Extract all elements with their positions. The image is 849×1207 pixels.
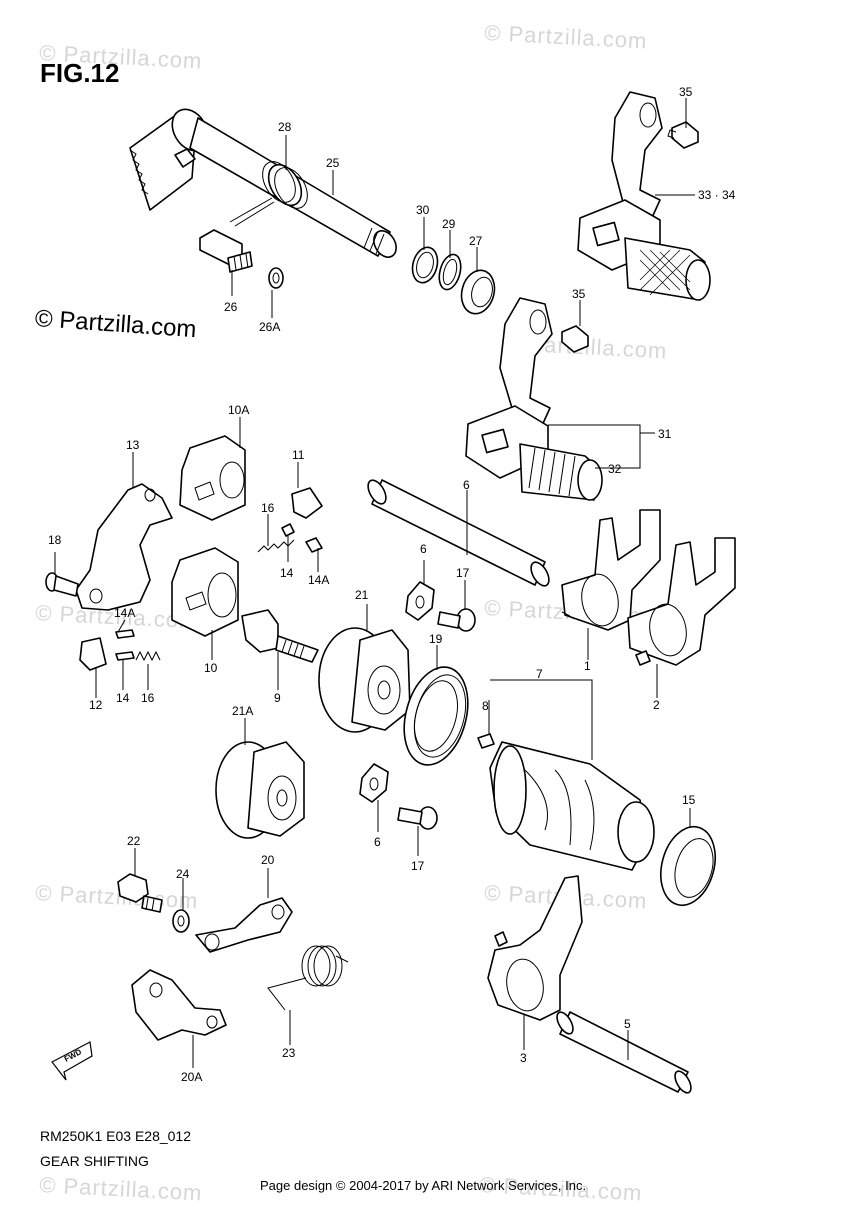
callout-22: 22	[127, 834, 141, 848]
plate-screw-part	[45, 572, 79, 597]
callout-17-lower: 17	[411, 859, 425, 873]
callout-32: 32	[608, 462, 622, 476]
page-footer: Page design © 2004-2017 by ARI Network S…	[260, 1178, 587, 1193]
cam-stopper-plate-upper-part	[179, 435, 246, 521]
pawl-part	[291, 487, 323, 519]
bearing-part	[403, 666, 469, 766]
callout-15: 15	[682, 793, 696, 807]
callout-14-upper: 14	[280, 566, 294, 580]
bearing-retainer-lower-part	[359, 763, 389, 803]
cam-driven-gear-part	[318, 627, 411, 733]
callout-12: 12	[89, 698, 103, 712]
pawl-pin-upper-part	[281, 523, 295, 537]
callout-3: 3	[520, 1051, 527, 1065]
callout-10a: 10A	[228, 403, 249, 417]
callout-14-lower: 14	[116, 691, 130, 705]
callout-8: 8	[482, 699, 489, 713]
cam-gear-a-part	[215, 741, 305, 839]
callout-28: 28	[278, 120, 292, 134]
callout-1: 1	[584, 659, 591, 673]
cam-pin-part	[477, 733, 495, 749]
bearing-retainer-upper-part	[405, 581, 435, 621]
shift-shaft-part	[129, 108, 397, 258]
stopper-arm-part	[195, 897, 293, 953]
lever-bolt-upper-part	[667, 121, 699, 149]
callout-2: 2	[653, 698, 660, 712]
fork-shaft-lower-part	[556, 1011, 692, 1094]
pawl-spring-upper-part	[257, 539, 295, 553]
lever-bolt-lower-part	[561, 325, 589, 353]
oil-seal-part	[460, 269, 496, 315]
callout-13: 13	[126, 438, 140, 452]
callout-33-34: 33 · 34	[698, 188, 736, 202]
callout-20a: 20A	[181, 1070, 202, 1084]
callout-24: 24	[176, 867, 190, 881]
shift-fork-2-part	[627, 537, 736, 666]
callout-labels: 28 25 30 29 27 35 33 · 34 35 31 32 26 26…	[48, 85, 736, 1084]
pawl-lower-part	[79, 637, 107, 671]
callout-21: 21	[355, 588, 369, 602]
shift-lever-upper-part	[577, 91, 711, 301]
figure-title: FIG.12	[40, 58, 120, 88]
callout-26: 26	[224, 300, 238, 314]
callout-4: 6	[463, 478, 470, 492]
retainer-screw-upper-part	[437, 608, 476, 632]
callout-35-upper: 35	[679, 85, 693, 99]
callout-29: 29	[442, 217, 456, 231]
cam-bolt-part	[241, 609, 319, 663]
shaft-spring-part	[229, 161, 308, 227]
callout-7: 7	[536, 667, 543, 681]
callout-5: 5	[624, 1017, 631, 1031]
cam-bearing-part	[660, 825, 716, 907]
callout-19: 19	[429, 632, 443, 646]
leader-lines	[54, 98, 695, 1068]
callout-25: 25	[326, 156, 340, 170]
callout-31: 31	[658, 427, 672, 441]
forward-arrow-icon: FWD	[51, 1041, 93, 1081]
diagram-name: GEAR SHIFTING	[40, 1153, 149, 1169]
callout-11: 11	[292, 448, 305, 462]
stopper-washer-part	[172, 909, 190, 933]
callout-16-lower: 16	[141, 691, 155, 705]
callout-35-lower: 35	[572, 287, 586, 301]
gearshift-cam-part	[171, 547, 239, 637]
washer-part	[268, 267, 284, 289]
pawl-spring-lower-part	[135, 650, 161, 662]
callout-6-upper: 6	[420, 542, 427, 556]
callout-30: 30	[416, 203, 430, 217]
fork-shaft-upper-part	[367, 479, 550, 587]
pawl-pin-a-lower-part	[115, 629, 135, 639]
callout-20: 20	[261, 853, 275, 867]
pawl-pin-lower-part	[115, 651, 135, 661]
callout-16-upper: 16	[261, 501, 275, 515]
callout-10: 10	[204, 661, 218, 675]
stopper-bolt-part	[117, 873, 163, 913]
callout-27: 27	[469, 234, 483, 248]
stopper-plate-part	[75, 483, 173, 611]
washer-ring-part	[438, 253, 462, 291]
callout-14a-upper: 14A	[308, 573, 329, 587]
retainer-screw-lower-part	[397, 806, 438, 830]
diagram-code: RM250K1 E03 E28_012	[40, 1128, 191, 1144]
callout-14a-lower: 14A	[114, 606, 135, 620]
circlip-part	[411, 246, 439, 284]
callout-18: 18	[48, 533, 62, 547]
callout-9: 9	[274, 691, 281, 705]
callout-23: 23	[282, 1046, 296, 1060]
pawl-pin-a-upper-part	[305, 537, 323, 553]
callout-6-lower: 6	[374, 835, 381, 849]
callout-26a: 26A	[259, 320, 280, 334]
stopper-arm-a-part	[131, 969, 227, 1041]
shift-lever-lower-part	[465, 297, 603, 501]
gearshift-cam-drum-part	[489, 741, 655, 871]
stopper-spring-part	[267, 945, 349, 1011]
bolt-part	[199, 229, 253, 273]
callout-21a: 21A	[232, 704, 253, 718]
shift-fork-3-part	[487, 875, 583, 1021]
shift-fork-1-part	[561, 509, 661, 631]
callout-17-upper: 17	[456, 566, 470, 580]
